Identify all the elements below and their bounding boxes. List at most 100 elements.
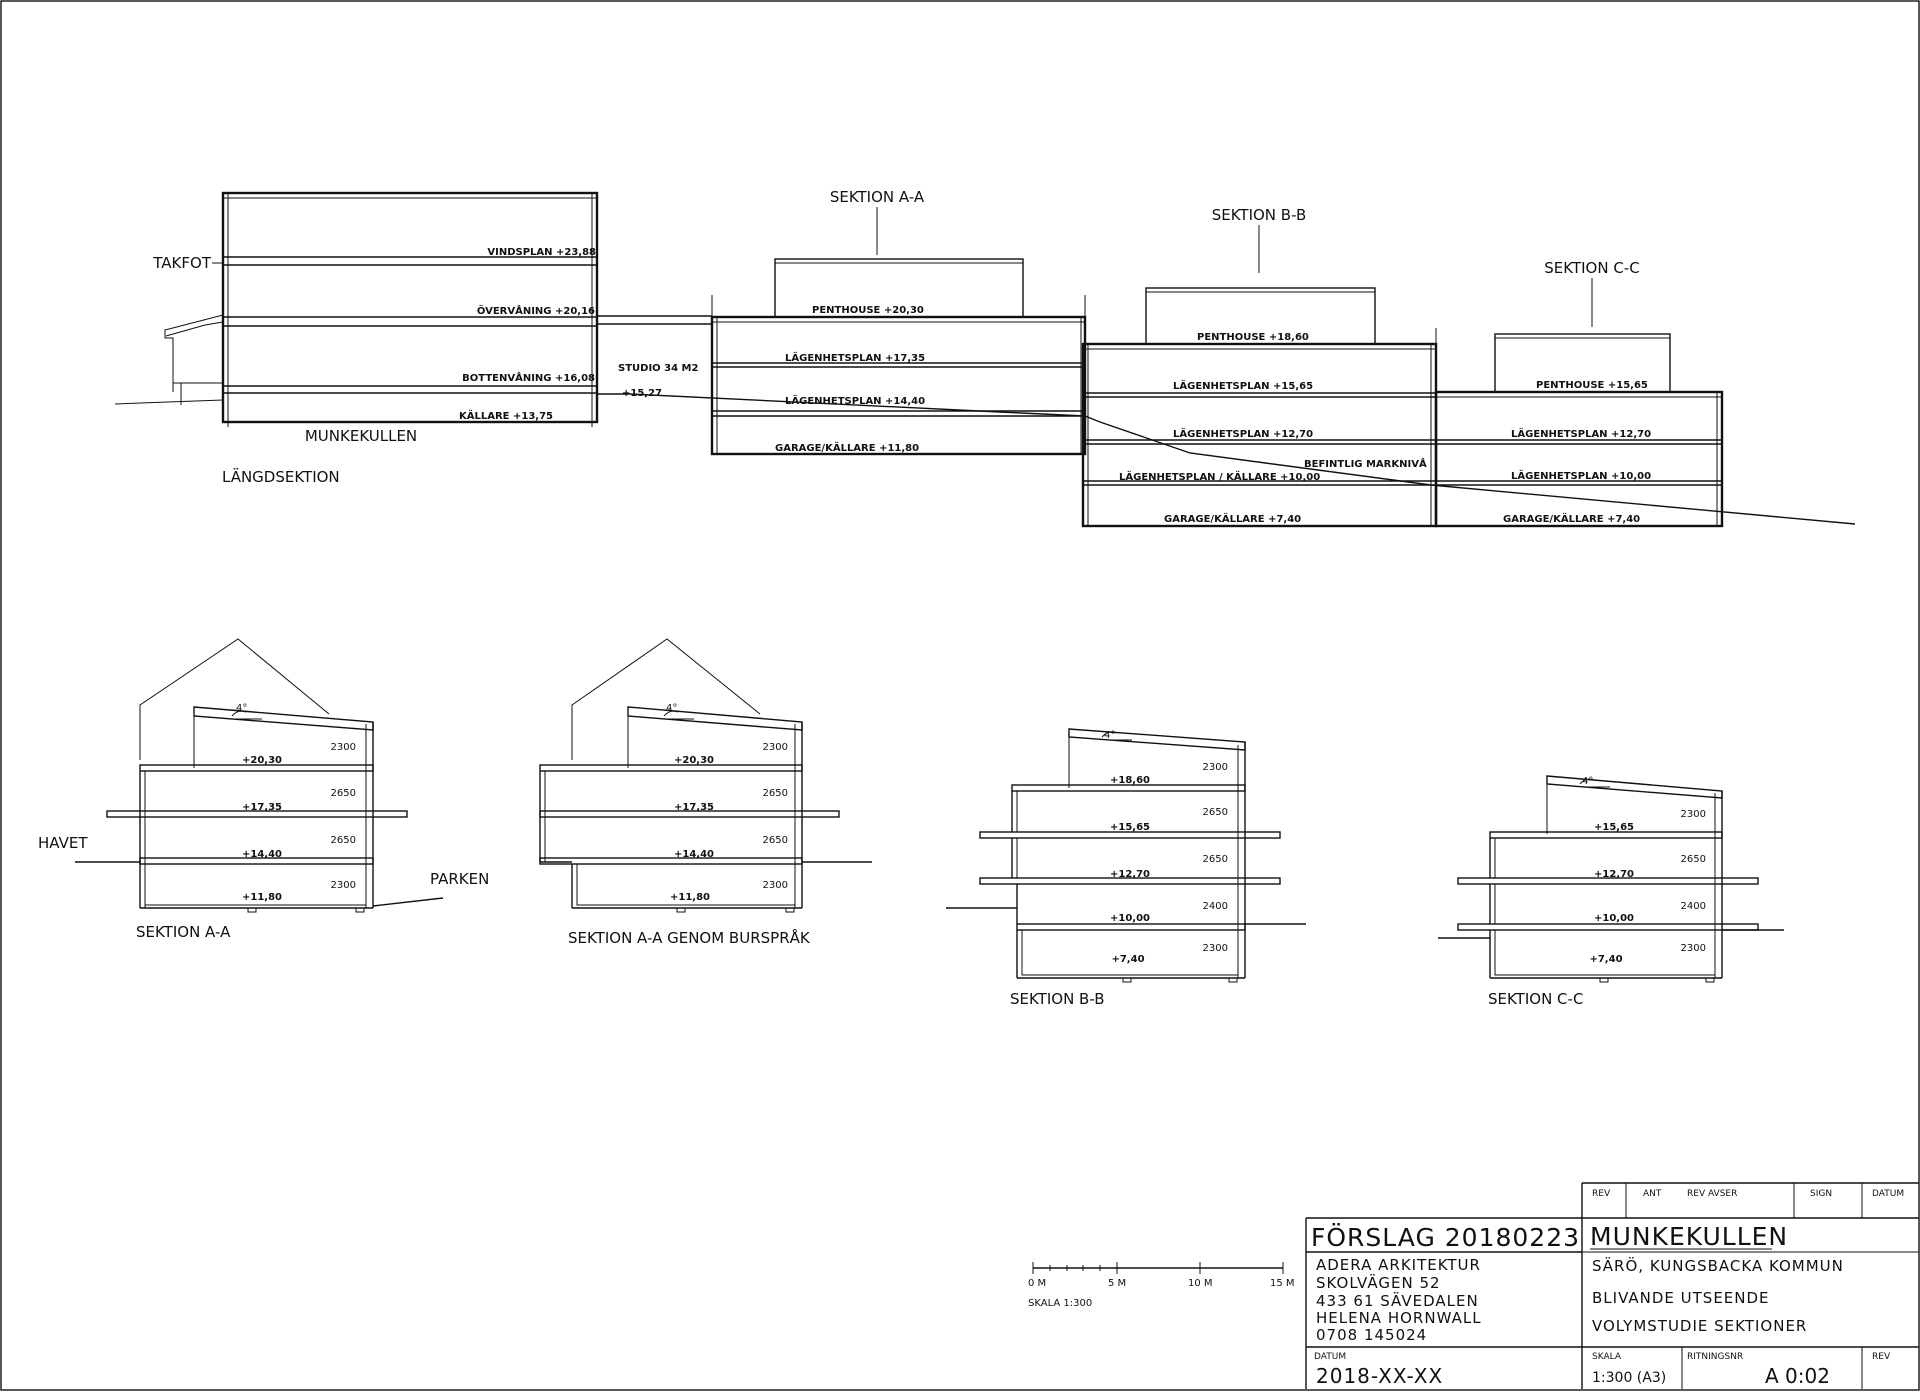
cs-a-level-2: +17,35 [242, 802, 282, 813]
cs-a2-level-4: +11,80 [670, 892, 710, 903]
cs-b-height-5: 2300 [1203, 943, 1228, 954]
longitudinal-section: TAKFOT VINDSPLAN +23,88 ÖVERVÅNING +20,1… [114, 188, 1856, 528]
office-line-4: HELENA HORNWALL [1316, 1309, 1482, 1327]
cs-c-height-3: 2400 [1681, 901, 1706, 912]
cross-section-b [946, 728, 1306, 983]
datum-value: 2018-XX-XX [1316, 1364, 1443, 1388]
scale-tick-0: 0 M [1028, 1278, 1046, 1289]
cs-b-level-3: +12,70 [1110, 869, 1150, 880]
long-c-level-1: PENTHOUSE +15,65 [1536, 380, 1648, 391]
scale-tick-10: 10 M [1188, 1278, 1213, 1289]
project-line-3: VOLYMSTUDIE SEKTIONER [1592, 1317, 1807, 1335]
rev-header-rev: REV [1592, 1189, 1611, 1199]
project-location: SÄRÖ, KUNGSBACKA KOMMUN [1592, 1256, 1844, 1275]
level-vindsplan: VINDSPLAN +23,88 [487, 247, 596, 258]
long-c-level-4: GARAGE/KÄLLARE +7,40 [1503, 511, 1640, 525]
longitudinal-a-building [710, 258, 1087, 456]
rev-label: REV [1872, 1352, 1891, 1362]
studio-level: +15,27 [622, 388, 662, 399]
cs-a2-level-3: +14,40 [674, 849, 714, 860]
munkekullen-label: MUNKEKULLEN [305, 427, 417, 445]
title-block [1305, 1182, 1919, 1389]
long-c-level-3: LÄGENHETSPLAN +10,00 [1511, 468, 1651, 482]
cs-a2-height-2: 2650 [763, 788, 788, 799]
cs-b-roof-angle: 4° [1104, 730, 1115, 741]
cs-b-height-3: 2650 [1203, 854, 1228, 865]
long-a-level-4: GARAGE/KÄLLARE +11,80 [775, 440, 919, 454]
office-line-2: SKOLVÄGEN 52 [1316, 1273, 1441, 1292]
studio-label: STUDIO 34 M2 [618, 363, 698, 374]
cs-b-height-2: 2650 [1203, 807, 1228, 818]
skala-value: 1:300 (A3) [1592, 1370, 1666, 1386]
cross-section-a2 [539, 638, 872, 913]
rev-header-sign: SIGN [1810, 1189, 1832, 1199]
cs-a2-level-2: +17,35 [674, 802, 714, 813]
scale-bar [1032, 1262, 1284, 1274]
scale-tick-15: 15 M [1270, 1278, 1295, 1289]
havet-label: HAVET [38, 834, 88, 852]
project-line-2: BLIVANDE UTSEENDE [1592, 1289, 1770, 1307]
cs-a2-level-1: +20,30 [674, 755, 714, 766]
proposal-title: FÖRSLAG 20180223 [1311, 1223, 1580, 1252]
ritningsnr-label: RITNINGSNR [1687, 1352, 1743, 1362]
cs-a-height-1: 2300 [331, 742, 356, 753]
ritningsnr-value: A 0:02 [1765, 1364, 1830, 1388]
cs-b-level-2: +15,65 [1110, 822, 1150, 833]
longitudinal-b-title: SEKTION B-B [1212, 206, 1307, 224]
cs-c-level-2: +12,70 [1594, 869, 1634, 880]
skala-label: SKALA [1592, 1352, 1622, 1362]
long-b-level-3: LÄGENHETSPLAN +12,70 [1173, 426, 1313, 440]
cs-b-level-1: +18,60 [1110, 775, 1150, 786]
cs-a-height-3: 2650 [331, 835, 356, 846]
cs-a2-height-1: 2300 [763, 742, 788, 753]
cs-b-level-4: +10,00 [1110, 913, 1150, 924]
long-b-level-1: PENTHOUSE +18,60 [1197, 332, 1309, 343]
longitudinal-c-title: SEKTION C-C [1544, 259, 1639, 277]
cross-section-c [1438, 775, 1784, 983]
cs-c-height-1: 2300 [1681, 809, 1706, 820]
parken-label: PARKEN [430, 870, 489, 888]
long-c-level-2: LÄGENHETSPLAN +12,70 [1511, 426, 1651, 440]
office-line-3: 433 61 SÄVEDALEN [1316, 1291, 1479, 1310]
cs-c-roof-angle: 4° [1582, 776, 1593, 787]
takfot-label: TAKFOT [152, 254, 212, 272]
longitudinal-c-building [1434, 333, 1724, 528]
office-line-1: ADERA ARKITEKTUR [1316, 1256, 1481, 1274]
cs-a-level-1: +20,30 [242, 755, 282, 766]
cs-a2-roof-angle: 4° [666, 703, 677, 714]
cs-b-height-4: 2400 [1203, 901, 1228, 912]
cs-a2-height-3: 2650 [763, 835, 788, 846]
cs-a-level-3: +14,40 [242, 849, 282, 860]
long-b-level-2: LÄGENHETSPLAN +15,65 [1173, 378, 1313, 392]
cs-b-level-5: +7,40 [1111, 954, 1144, 965]
cs-b-title: SEKTION B-B [1010, 990, 1105, 1008]
studio-link [597, 315, 712, 325]
level-overvaning: ÖVERVÅNING +20,16 [477, 303, 595, 317]
cs-a-roof-angle: 4° [236, 703, 247, 714]
long-b-level-5: GARAGE/KÄLLARE +7,40 [1164, 511, 1301, 525]
rev-header-ant: ANT [1643, 1189, 1662, 1199]
langdsektion-title: LÄNGDSEKTION [222, 467, 340, 486]
longitudinal-b-building [1081, 287, 1438, 528]
cs-a2-title: SEKTION A-A GENOM BURSPRÅK [568, 928, 811, 947]
long-b-level-4: LÄGENHETSPLAN / KÄLLARE +10,00 [1119, 469, 1320, 483]
cs-c-level-3: +10,00 [1594, 913, 1634, 924]
project-title: MUNKEKULLEN [1590, 1222, 1788, 1251]
cs-c-level-4: +7,40 [1589, 954, 1622, 965]
cs-b-height-1: 2300 [1203, 762, 1228, 773]
cs-a2-height-4: 2300 [763, 880, 788, 891]
level-kallare: KÄLLARE +13,75 [459, 408, 553, 422]
rev-header-datum: DATUM [1872, 1189, 1904, 1199]
cs-a-height-2: 2650 [331, 788, 356, 799]
munkekullen-building [114, 191, 599, 427]
long-a-level-2: LÄGENHETSPLAN +17,35 [785, 350, 925, 364]
cs-a-height-4: 2300 [331, 880, 356, 891]
rev-header-rev-avser: REV AVSER [1687, 1189, 1737, 1199]
longitudinal-a-title: SEKTION A-A [830, 188, 925, 206]
scale-tick-5: 5 M [1108, 1278, 1126, 1289]
existing-ground-label: BEFINTLIG MARKNIVÅ [1304, 457, 1427, 470]
existing-ground-line [597, 393, 1856, 525]
